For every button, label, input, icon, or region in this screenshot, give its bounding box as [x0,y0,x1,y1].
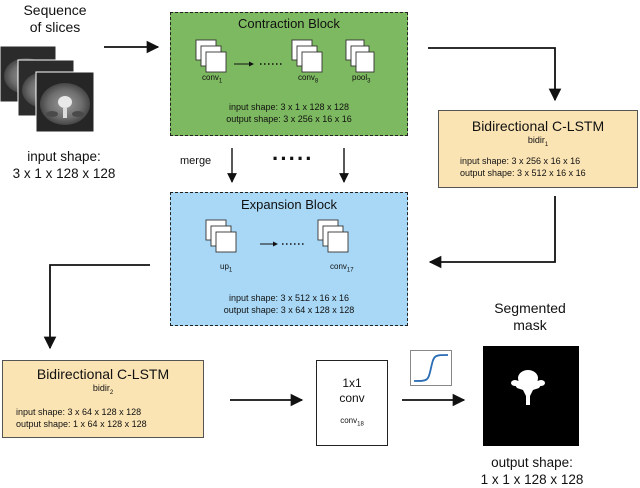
conv8-stack [291,39,323,73]
expansion-shapes: input shape: 3 x 512 x 16 x 16 output sh… [223,293,355,315]
pool3-label: pool3 [352,73,371,85]
bidir2-subtitle: bidir2 [92,383,114,396]
up1-stack [205,219,237,253]
expansion-block [170,192,408,326]
segmented-mask-image [483,346,579,446]
ct-slice-stack [0,45,95,133]
bidir1-shapes: input shape: 3 x 256 x 16 x 16 output sh… [460,156,586,178]
expansion-dotted-arrow [260,241,306,247]
bidir2-title: Bidirectional C-LSTM [36,366,170,382]
arrow-bidir1-to-expansion [428,196,556,269]
conv1-stack [195,39,227,73]
conv18-label: conv18 [340,416,364,428]
expansion-layers [205,219,349,253]
conv1-label: conv1 [202,73,223,85]
contraction-shapes: input shape: 3 x 1 x 128 x 128 output sh… [226,102,352,124]
merge-dots: ····· [272,146,314,171]
input-shape: input shape: 3 x 1 x 128 x 128 [12,149,116,181]
conv18-block [316,360,388,446]
output-shape: output shape: 1 x 1 x 128 x 128 [480,455,584,487]
contraction-layers [195,39,375,73]
contraction-dotted-arrow [234,61,284,67]
ct-slice-front [35,71,95,133]
bidir1-subtitle: bidir1 [527,135,549,148]
up1-label: up1 [220,262,233,274]
arrow-contraction-to-bidir1 [428,47,562,102]
arrow-expansion-to-bidir2 [43,264,150,350]
vertebra-mask [511,370,545,405]
contraction-block [170,12,408,136]
conv17-label: conv17 [330,262,354,274]
bidir2-shapes: input shape: 3 x 64 x 128 x 128 output s… [16,407,147,429]
output-title: Segmented mask [494,300,566,333]
input-title: Sequence of slices [23,2,87,35]
bidir1-title: Bidirectional C-LSTM [471,118,605,134]
merge-label: merge [180,155,212,167]
pool3-stack [345,39,375,73]
expansion-title: Expansion Block [240,197,338,212]
sigmoid-icon [410,350,452,386]
bidir1-block [438,110,638,188]
contraction-title: Contraction Block [238,16,340,31]
conv18-title: 1x1 conv [339,376,365,405]
conv8-label: conv8 [298,73,319,85]
conv17-stack [317,219,349,253]
bidir2-block [2,360,204,438]
